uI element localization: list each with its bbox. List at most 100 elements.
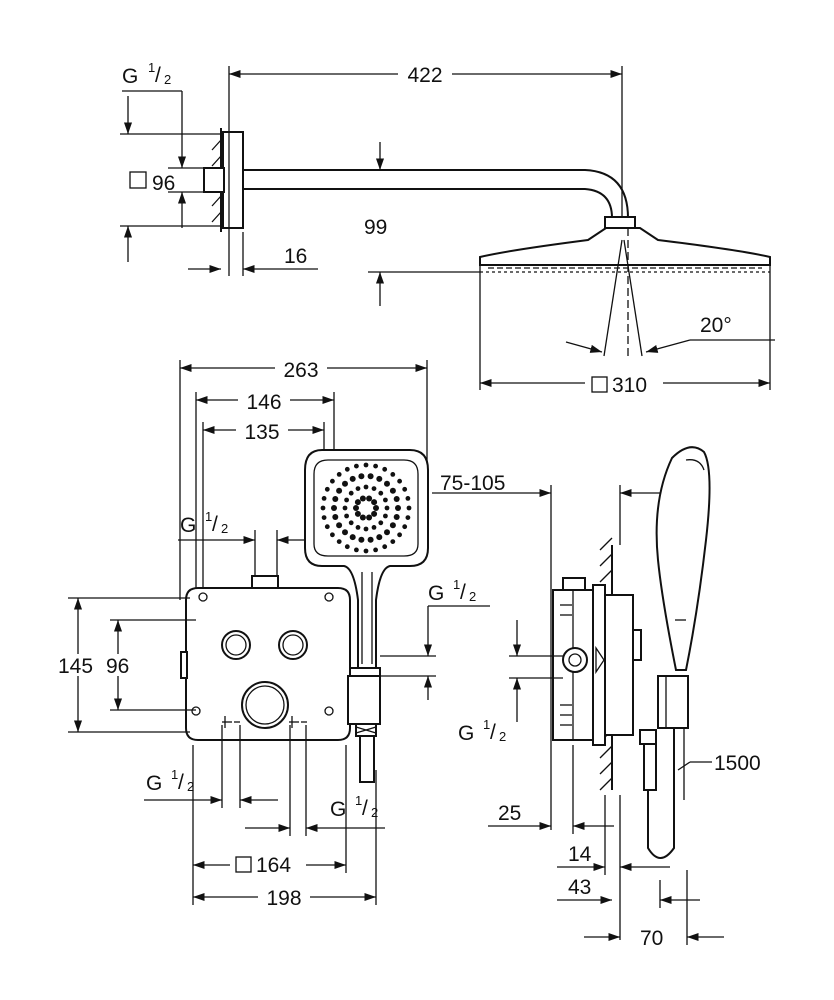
spray-nozzle: [371, 499, 378, 506]
spray-nozzle: [353, 505, 359, 511]
outlet-thread-label: G 1 / 2: [428, 577, 476, 605]
spray-nozzle: [397, 478, 402, 484]
svg-text:/: /: [155, 64, 161, 87]
svg-text:2: 2: [187, 779, 194, 794]
spray-nozzle: [383, 513, 388, 519]
spray-nozzle: [405, 515, 411, 520]
spray-nozzle: [349, 475, 356, 482]
bottom-right-thread-label: G 1 / 2: [330, 793, 378, 821]
spray-nozzle: [373, 547, 378, 553]
spray-nozzle: [378, 520, 384, 526]
arm-thread-label: G 1 / 2: [122, 60, 171, 88]
shower-arm-view: 422 G 1 / 2 96: [120, 60, 775, 397]
spray-nozzle: [390, 539, 396, 544]
spray-nozzle: [344, 544, 350, 550]
spray-nozzle: [349, 534, 356, 541]
spray-nozzle: [378, 490, 384, 496]
svg-text:1: 1: [148, 60, 155, 75]
spray-nozzle: [384, 505, 390, 511]
spray-nozzle: [320, 505, 326, 511]
spray-nozzle: [344, 497, 349, 503]
spray-nozzle: [330, 532, 335, 538]
svg-text:G: G: [458, 722, 474, 745]
spray-nozzle: [382, 466, 388, 472]
spray-nozzle: [371, 525, 377, 530]
spray-nozzle: [397, 532, 402, 538]
spray-nozzle: [363, 462, 369, 468]
spray-nozzle: [336, 472, 342, 477]
spray-nozzle: [359, 514, 366, 521]
spray-nozzle: [358, 536, 365, 543]
spray-nozzle: [354, 463, 359, 469]
spray-nozzle: [354, 547, 359, 553]
svg-text:/: /: [490, 721, 496, 744]
spray-nozzle: [342, 480, 348, 487]
svg-text:1: 1: [171, 767, 178, 782]
spray-nozzle: [324, 486, 330, 492]
spray-nozzle: [321, 496, 327, 501]
spray-nozzle: [390, 472, 396, 477]
spray-nozzle: [373, 463, 378, 469]
spray-nozzle: [358, 473, 365, 480]
spray-nozzle: [367, 536, 374, 543]
dim-depth-70: 70: [640, 927, 663, 950]
spray-nozzle: [363, 548, 369, 554]
dim-box-height: 145: [58, 655, 93, 678]
spray-nozzle: [389, 522, 396, 529]
svg-text:/: /: [460, 581, 466, 604]
spray-nozzle: [348, 520, 354, 526]
spray-nozzle: [363, 526, 369, 532]
spray-nozzle: [336, 522, 343, 529]
dim-hose-length: 1500: [714, 752, 761, 775]
spray-nozzle: [354, 499, 361, 506]
spray-nozzle: [376, 475, 383, 482]
spray-nozzle: [371, 510, 378, 517]
spray-nozzle: [355, 525, 361, 530]
spray-nozzle: [405, 496, 411, 501]
spray-nozzle: [373, 505, 379, 511]
svg-text:/: /: [362, 797, 368, 820]
spray-nozzle: [371, 486, 377, 491]
spray-nozzle: [376, 534, 383, 541]
spray-nozzle: [336, 539, 342, 544]
spray-nozzle: [366, 495, 373, 502]
spray-nozzle: [342, 529, 348, 536]
spray-nozzle: [384, 529, 390, 536]
side-view: 75-105: [432, 446, 761, 950]
svg-text:1: 1: [483, 717, 490, 732]
dim-head-tilt: 20°: [700, 314, 732, 337]
svg-text:/: /: [212, 513, 218, 536]
spray-nozzle: [393, 514, 400, 520]
dim-146: 146: [246, 391, 281, 414]
dim-depth-25: 25: [498, 802, 521, 825]
svg-text:G: G: [146, 772, 162, 795]
spray-nozzle: [332, 496, 339, 502]
dim-depth-14: 14: [568, 843, 592, 866]
dim-arm-drop: 99: [364, 216, 387, 239]
bottom-left-thread-label: G 1 / 2: [146, 767, 194, 795]
side-thread-label: G 1 / 2: [458, 717, 506, 745]
spray-nozzle: [342, 505, 348, 511]
svg-text:G: G: [428, 582, 444, 605]
spray-nozzle: [384, 480, 390, 487]
dim-box-width-total: 263: [283, 359, 318, 382]
spray-nozzle: [402, 486, 408, 492]
dim-flange-square: 96: [152, 172, 175, 195]
spray-nozzle: [332, 514, 339, 520]
svg-text:1: 1: [453, 577, 460, 592]
spray-nozzle: [331, 505, 337, 511]
spray-nozzle: [354, 510, 361, 517]
spray-nozzle: [355, 486, 361, 491]
spray-nozzle: [344, 466, 350, 472]
spray-nozzle: [406, 505, 412, 511]
spray-nozzle: [336, 487, 343, 494]
svg-text:1: 1: [205, 509, 212, 524]
top-thread-label: G 1 / 2: [180, 509, 228, 537]
spray-nozzle: [393, 496, 400, 502]
spray-nozzle: [363, 484, 369, 490]
dim-wall-range: 75-105: [440, 472, 505, 495]
spray-nozzle: [330, 478, 335, 484]
svg-text:2: 2: [469, 589, 476, 604]
svg-text:2: 2: [221, 521, 228, 536]
